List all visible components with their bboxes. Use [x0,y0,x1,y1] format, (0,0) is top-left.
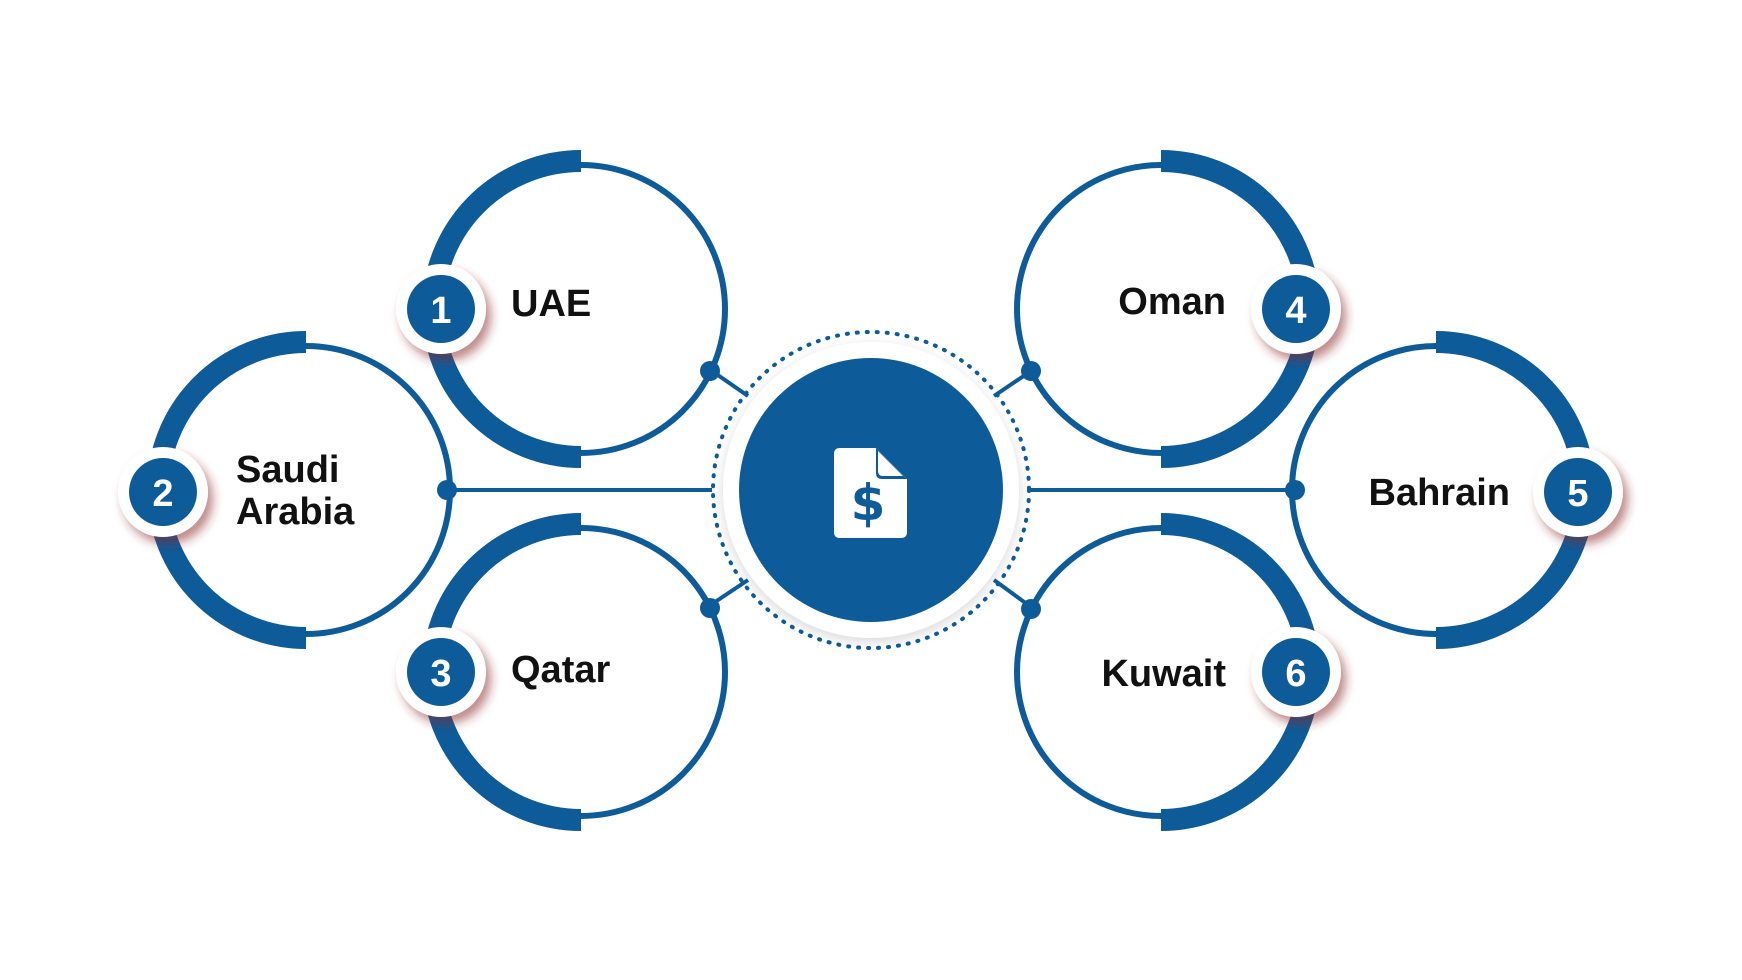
badge-number: 1 [430,290,451,332]
badge-number: 4 [1285,290,1306,332]
junction-dot-kuwait [1021,599,1041,619]
junction-dot-bahrain [1285,480,1305,500]
invoice-dollar-icon: $ [834,448,907,538]
node-saudi-arabia: 2 Saudi Arabia [118,331,457,649]
item-label-oman: Oman [1118,281,1226,323]
connector-qatar [710,578,750,606]
junction-dot-oman [1021,361,1041,381]
badge-3: 3 [396,627,486,717]
badge-1: 1 [396,264,486,354]
badge-4: 4 [1251,264,1341,354]
node-oman: 4 Oman [1014,150,1341,468]
junction-dot-saudi-arabia [437,480,457,500]
badge-5: 5 [1533,447,1623,537]
center-dotted-ring [711,330,1031,650]
badge-number: 6 [1285,653,1306,695]
node-qatar: 3 Qatar [396,513,728,831]
item-label-saudi-arabia: Saudi Arabia [236,449,355,533]
svg-text:$: $ [851,474,886,532]
node-kuwait: 6 Kuwait [1014,513,1341,831]
badge-2: 2 [118,447,208,537]
node-bahrain: 5 Bahrain [1285,331,1623,649]
item-label-bahrain: Bahrain [1369,472,1510,514]
item-label-kuwait: Kuwait [1101,653,1226,695]
junction-dot-uae [700,361,720,381]
node-uae: 1 UAE [396,150,728,468]
item-label-uae: UAE [511,283,591,325]
badge-6: 6 [1251,627,1341,717]
junction-dot-qatar [700,598,720,618]
center-hub: $ [711,330,1031,650]
badge-number: 3 [430,653,451,695]
badge-number: 2 [152,473,173,515]
badge-number: 5 [1567,473,1588,515]
item-label-qatar: Qatar [511,649,610,691]
